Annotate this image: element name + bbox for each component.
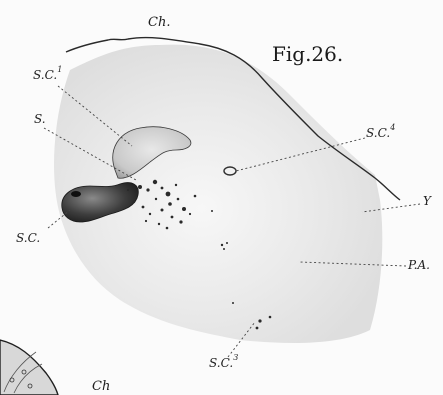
figure-title: Fig.26. — [272, 42, 344, 66]
granule-cluster — [126, 179, 272, 330]
label-ch-top: Ch. — [148, 15, 171, 30]
somite-cell-1 — [112, 126, 192, 179]
label-sc4-sup: 4 — [390, 123, 396, 132]
label-ch-bottom: Ch — [92, 379, 111, 394]
label-sc1-sup: 1 — [57, 65, 63, 74]
label-sc3-base: S.C. — [209, 356, 234, 370]
label-s: S. — [34, 112, 46, 126]
chorion-outline — [65, 36, 401, 201]
label-y: Y — [423, 194, 431, 208]
label-sc1-base: S.C. — [33, 68, 58, 82]
label-sc3: S.C.3 — [209, 353, 239, 370]
label-sc: S.C. — [16, 231, 41, 245]
tissue-mass — [54, 44, 383, 343]
label-sc4-base: S.C. — [366, 126, 391, 140]
label-sc4: S.C.4 — [366, 123, 396, 140]
somite-cell-dark-mass — [61, 182, 139, 223]
leader-lines — [43, 85, 421, 358]
label-sc3-sup: 3 — [233, 353, 239, 362]
label-sc1: S.C.1 — [33, 65, 63, 82]
somite-cell-4-ring — [223, 166, 237, 176]
label-pa: P.A. — [408, 258, 430, 272]
bottom-corner-fragment — [0, 339, 59, 395]
dark-nucleus — [71, 191, 81, 197]
